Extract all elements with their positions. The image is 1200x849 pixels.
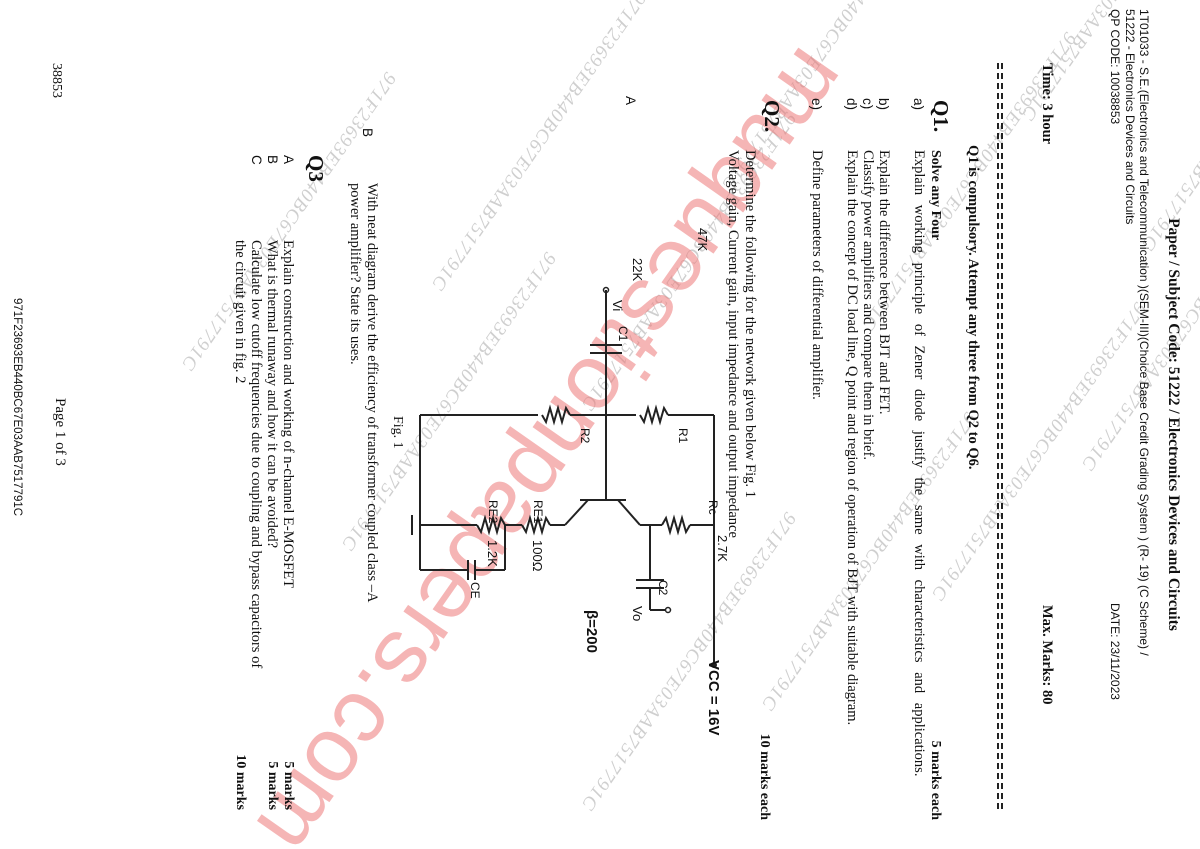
exam-duration: Time: 3 hour	[1039, 63, 1055, 145]
q2b-line2: power amplifier? State its uses.	[347, 183, 363, 365]
qp-code: QP CODE: 10038853	[1108, 9, 1122, 125]
r1-value: 47K	[695, 228, 710, 252]
beta-label: β=200	[583, 610, 600, 653]
q1-item-b-letter: b)	[876, 98, 891, 111]
q1-instruction: Solve any Four	[928, 150, 943, 241]
course-line: 1T01033 - S.E.(Electronics and Telecommu…	[1137, 9, 1151, 656]
page-number: Page 1 of 3	[52, 398, 68, 466]
q1-label: Q1.	[929, 100, 953, 133]
q1-item-b-text: Explain the difference between BJT and F…	[876, 150, 892, 415]
q3-item-c-marks: 10 marks	[233, 754, 248, 810]
q3-item-a-marks: 5 marks	[281, 761, 296, 810]
vcc-node	[711, 662, 717, 668]
divider-top	[1001, 63, 1003, 809]
r1-name: R1	[676, 428, 690, 444]
q3-item-c-text: Calculate low cutoff frequencies due to …	[248, 240, 264, 669]
q3-item-a-letter: A	[281, 155, 296, 165]
q3-item-b-text: What is thermal runaway and how it can b…	[264, 240, 280, 549]
q1-item-a-text: Explain working principle of Zener diode…	[911, 150, 927, 777]
q1-item-e-text: Define parameters of differential amplif…	[809, 150, 825, 400]
q1-item-d-text: Explain the concept of DC load line, Q p…	[844, 150, 860, 726]
circuit-diagram	[411, 286, 717, 668]
rc-value: 2.7K	[715, 535, 730, 562]
subject-line: 51222 - Electronics Devices and Circuits	[1123, 9, 1137, 225]
re2-value: 1.2K	[485, 540, 500, 567]
q3-item-b-letter: B	[265, 155, 280, 165]
q1-item-c-letter: c)	[860, 98, 875, 110]
re1-name: RE1	[531, 500, 545, 524]
q2b-letter: B	[360, 128, 375, 138]
q1-item-d-letter: d)	[844, 98, 859, 111]
q3-item-a-text: Explain construction and working of n-ch…	[280, 240, 296, 588]
q2b-line1: With neat diagram derive the efficiency …	[364, 183, 380, 603]
q3-item-c-text2: the circuit given in fig. 2	[232, 240, 248, 384]
divider-bottom	[997, 63, 999, 809]
c2-label: C2	[656, 580, 670, 596]
rc-name: Rc	[706, 500, 720, 515]
q2a-letter: A	[623, 96, 638, 106]
ce-label: CE	[468, 582, 482, 599]
q3-label: Q3	[304, 155, 328, 182]
vcc-label: VCC = 16V	[705, 660, 722, 736]
paper-title: Paper / Subject Code: 51222 / Electronic…	[1165, 218, 1182, 631]
vi-label: Vi	[610, 300, 625, 312]
q1-item-a-letter: a)	[911, 98, 926, 111]
general-instruction: Q1 is compulsory. Attempt any three from…	[965, 145, 981, 470]
vo-label: Vo	[630, 606, 645, 622]
q1-marks: 5 marks each	[928, 740, 943, 820]
q2-label: Q2.	[760, 100, 784, 133]
footer-hash: 971F23693EB440BC67E03AAB7517791C	[11, 298, 23, 517]
q3-item-c-letter: C	[249, 155, 264, 165]
q1-item-c-text: Classify power amplifiers and compare th…	[860, 150, 876, 461]
c1-label: C1	[616, 326, 630, 342]
figure-caption: Fig. 1	[390, 416, 405, 449]
r2-name: R2	[578, 428, 592, 444]
q3-item-b-marks: 5 marks	[265, 761, 280, 810]
re2-name: RE2	[486, 500, 500, 524]
q2-marks: 10 marks each	[757, 733, 772, 820]
max-marks: Max. Marks: 80	[1039, 605, 1055, 705]
q1-item-e-letter: e)	[809, 98, 824, 111]
q2a-line1: Determine the following for the network …	[742, 150, 758, 498]
footer-code: 38853	[49, 63, 64, 98]
r2-value: 22K	[630, 258, 645, 282]
re1-value: 100Ω	[530, 540, 545, 572]
exam-date: DATE: 23/11/2023	[1108, 603, 1122, 700]
